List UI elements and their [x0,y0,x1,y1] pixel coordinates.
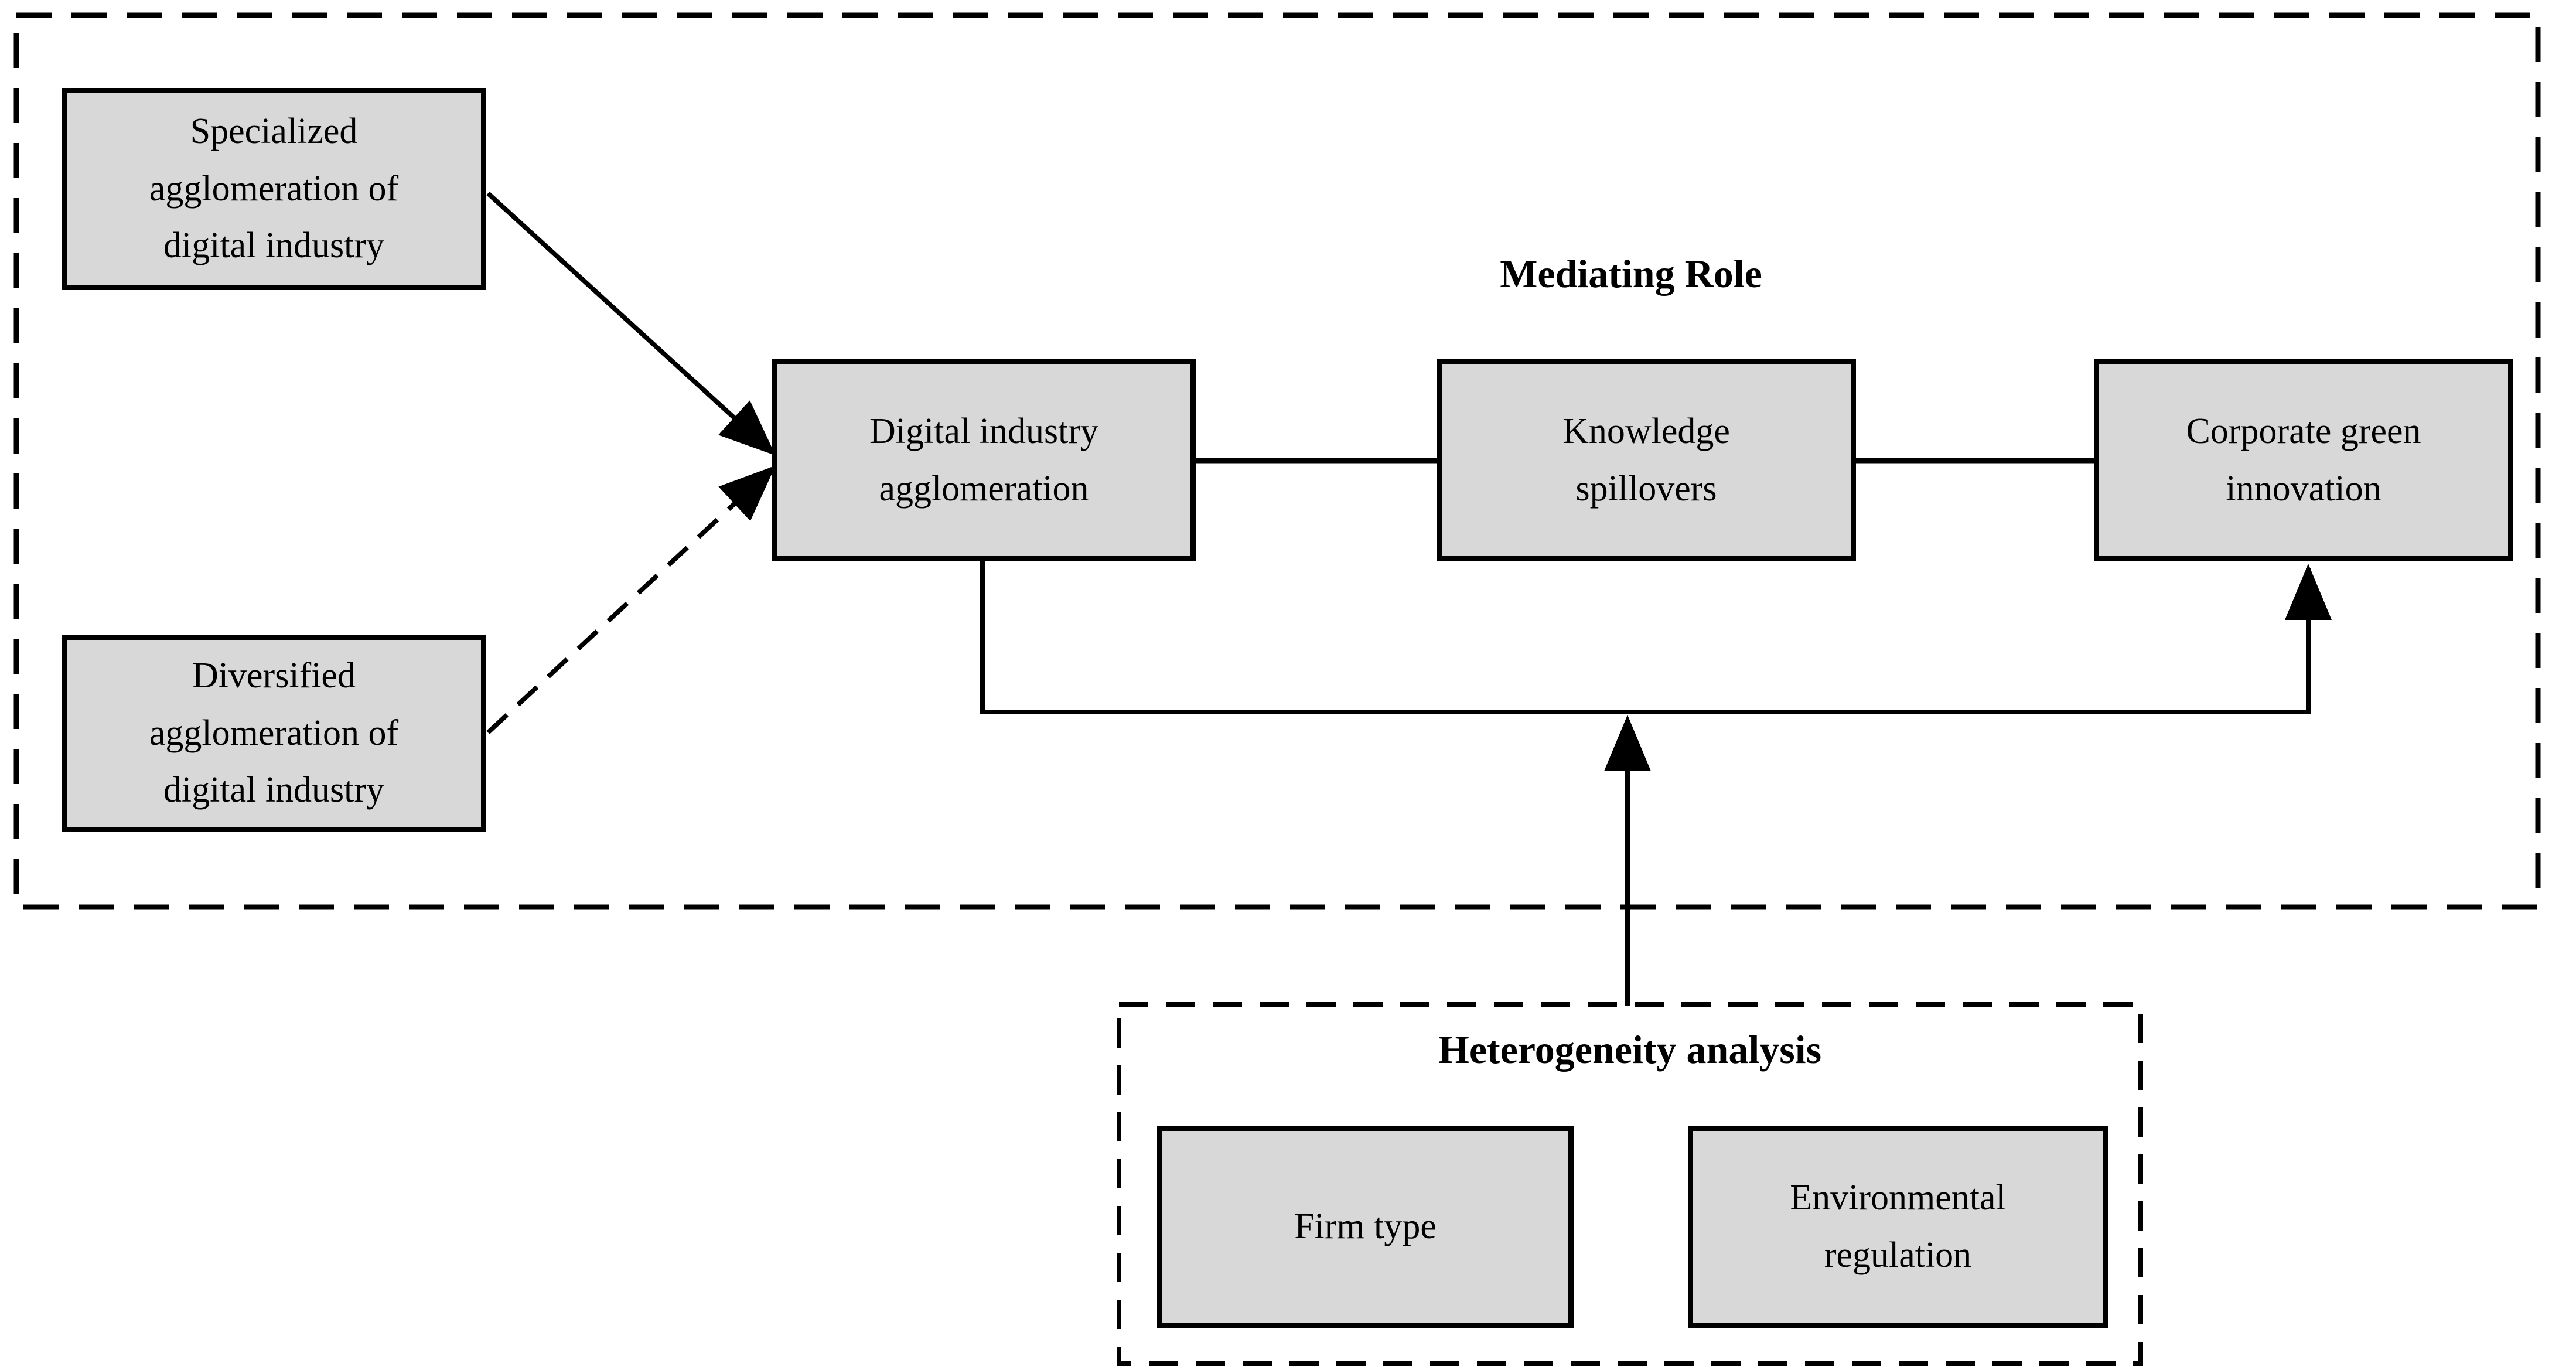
box-knowledge-spillovers-label: Knowledge spillovers [1562,411,1730,509]
box-diversified-agglomeration: Diversified agglomeration of digital ind… [62,635,486,832]
box-firm-type-label: Firm type [1294,1206,1437,1246]
heterogeneity-analysis-heading: Heterogeneity analysis [1438,1027,1822,1072]
mediating-role-heading: Mediating Role [1500,251,1762,296]
box-environmental-regulation: Environmental regulation [1688,1126,2108,1328]
box-environmental-regulation-label: Environmental regulation [1790,1177,2006,1275]
box-specialized-agglomeration: Specialized agglomeration of digital ind… [62,88,486,290]
heterogeneity-dashed-border [1117,1002,2143,1366]
box-corporate-green-innovation-label: Corporate green innovation [2186,411,2421,509]
arrow-diversified-to-digital [486,465,776,734]
box-specialized-agglomeration-label: Specialized agglomeration of digital ind… [149,111,399,266]
arrow-digital-to-corporate-bypass [980,560,2332,714]
box-corporate-green-innovation: Corporate green innovation [2094,359,2513,561]
box-firm-type: Firm type [1157,1126,1574,1328]
arrow-specialized-to-digital [486,192,776,456]
box-digital-industry-agglomeration-label: Digital industry agglomeration [869,411,1098,509]
box-knowledge-spillovers: Knowledge spillovers [1437,359,1856,561]
box-digital-industry-agglomeration: Digital industry agglomeration [772,359,1196,561]
box-diversified-agglomeration-label: Diversified agglomeration of digital ind… [149,655,399,810]
